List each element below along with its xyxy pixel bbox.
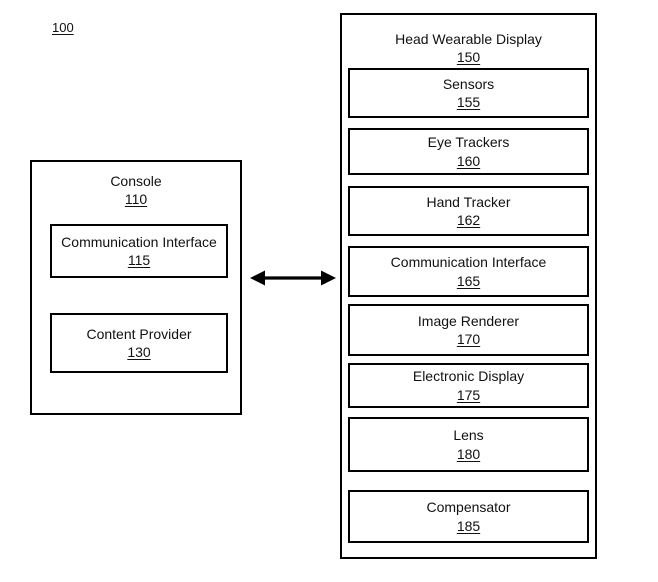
console-title: Console [110, 173, 162, 189]
eye-trackers-box: Eye Trackers 160 [348, 128, 589, 175]
block-ref: 175 [456, 386, 481, 403]
console-header: Console 110 [32, 162, 240, 209]
block-ref: 155 [456, 94, 481, 110]
block-title: Lens [453, 427, 484, 444]
communication-interface-hwd-box: Communication Interface 165 [348, 246, 589, 297]
head-wearable-display-title: Head Wearable Display [395, 31, 542, 47]
block-ref: 165 [456, 272, 481, 289]
block-ref: 130 [127, 344, 151, 360]
head-wearable-display-ref: 150 [456, 49, 481, 66]
block-ref: 160 [456, 152, 481, 169]
content-provider-box: Content Provider 130 [50, 313, 228, 373]
block-ref: 115 [127, 252, 151, 268]
block-title: Eye Trackers [427, 134, 510, 151]
lens-box: Lens 180 [348, 417, 589, 472]
head-wearable-display-header: Head Wearable Display 150 [342, 15, 595, 67]
block-ref: 180 [456, 445, 481, 462]
block-title: Electronic Display [412, 368, 525, 385]
block-title: Sensors [442, 75, 495, 92]
console-box: Console 110 Communication Interface 115 … [30, 160, 242, 415]
figure-reference-number: 100 [52, 20, 74, 35]
sensors-box: Sensors 155 [348, 68, 589, 118]
block-title: Content Provider [86, 325, 192, 342]
block-title: Communication Interface [390, 254, 547, 271]
communication-interface-box: Communication Interface 115 [50, 224, 228, 278]
bidirectional-arrow-icon [250, 270, 336, 286]
console-ref: 110 [124, 191, 148, 208]
block-ref: 162 [456, 212, 481, 228]
block-title: Compensator [426, 499, 511, 516]
block-ref: 185 [456, 517, 481, 534]
image-renderer-box: Image Renderer 170 [348, 304, 589, 356]
head-wearable-display-box: Head Wearable Display 150 Sensors 155 Ey… [340, 13, 597, 559]
compensator-box: Compensator 185 [348, 490, 589, 543]
block-ref: 170 [456, 331, 481, 347]
block-title: Hand Tracker [426, 193, 511, 210]
hand-tracker-box: Hand Tracker 162 [348, 186, 589, 236]
block-title: Communication Interface [61, 233, 217, 250]
electronic-display-box: Electronic Display 175 [348, 363, 589, 408]
block-title: Image Renderer [417, 312, 520, 329]
